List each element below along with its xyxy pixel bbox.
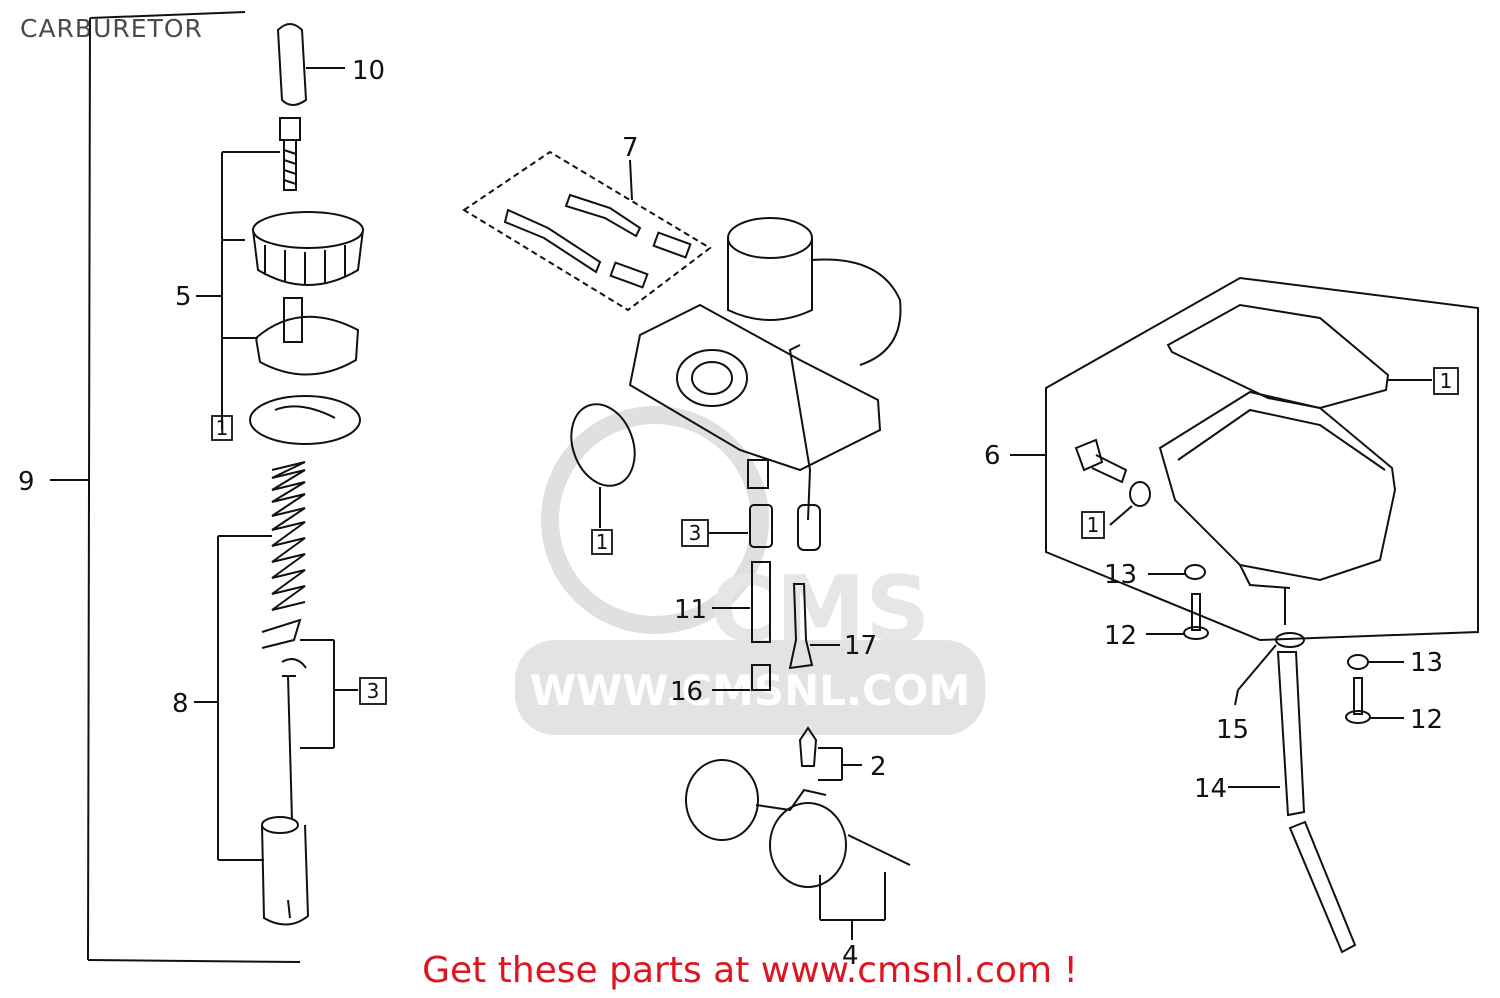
float-bowl bbox=[1158, 390, 1397, 625]
ref-box-1-bowl: 1 bbox=[1433, 367, 1459, 395]
watermark: CMS WWW.CMSNL.COM bbox=[515, 406, 985, 735]
jet-kit-7 bbox=[462, 150, 712, 312]
callout-16: 16 bbox=[670, 677, 703, 707]
svg-text:1: 1 bbox=[216, 416, 229, 440]
svg-text:3: 3 bbox=[689, 521, 702, 545]
o-ring bbox=[570, 403, 636, 528]
bracket-4 bbox=[819, 872, 886, 940]
svg-text:1: 1 bbox=[1440, 369, 1453, 393]
callout-12-right: 12 bbox=[1410, 705, 1443, 735]
top-cap-nut bbox=[252, 211, 364, 286]
slow-jet-parts bbox=[708, 504, 773, 691]
screw-washer-13-12-right bbox=[1345, 654, 1404, 724]
callout-12-left: 12 bbox=[1104, 621, 1137, 651]
callout-14: 14 bbox=[1194, 774, 1227, 804]
ref-box-1-left: 1 bbox=[211, 415, 233, 441]
drain-bolt bbox=[1074, 438, 1151, 526]
bracket-5 bbox=[196, 151, 280, 430]
bracket-3-left bbox=[300, 639, 358, 749]
float-valve bbox=[798, 726, 862, 781]
footer-link[interactable]: Get these parts at www.cmsnl.com ! bbox=[422, 950, 1078, 991]
ref-box-3-left: 3 bbox=[359, 677, 387, 705]
top-gasket bbox=[249, 395, 361, 445]
callout-5: 5 bbox=[175, 282, 192, 312]
bracket-8 bbox=[194, 535, 272, 861]
screw-washer-13-12-left bbox=[1146, 564, 1209, 640]
ref-box-1-bolt: 1 bbox=[1081, 511, 1105, 539]
callout-7: 7 bbox=[622, 133, 639, 163]
svg-text:1: 1 bbox=[596, 530, 609, 554]
callout-11: 11 bbox=[674, 595, 707, 625]
callout-9: 9 bbox=[18, 467, 35, 497]
svg-text:1: 1 bbox=[1087, 513, 1100, 537]
float bbox=[685, 759, 911, 888]
callout-13-left: 13 bbox=[1104, 560, 1137, 590]
callout-15: 15 bbox=[1216, 715, 1249, 745]
callout-17: 17 bbox=[844, 631, 877, 661]
footer-promo[interactable]: Get these parts at www.cmsnl.com ! bbox=[0, 950, 1500, 991]
throttle-spring bbox=[271, 461, 306, 611]
callout-8: 8 bbox=[172, 689, 189, 719]
callout-4: 4 bbox=[842, 941, 859, 971]
adjuster-screw bbox=[279, 117, 301, 191]
watermark-logo: CMS bbox=[710, 557, 930, 662]
jet-needle bbox=[282, 675, 296, 821]
air-screw-17 bbox=[788, 583, 840, 670]
carb-top-cover bbox=[254, 297, 360, 376]
rubber-cap-10 bbox=[276, 23, 345, 106]
ref-box-3-mid: 3 bbox=[681, 519, 709, 547]
hose-clip-15 bbox=[1234, 632, 1305, 706]
needle-clip bbox=[261, 618, 307, 669]
bracket-9 bbox=[50, 11, 301, 963]
carburetor-body bbox=[628, 217, 902, 551]
bowl-gasket bbox=[1166, 303, 1432, 410]
svg-text:3: 3 bbox=[367, 679, 380, 703]
throttle-valve bbox=[261, 816, 310, 926]
bowl-box-frame bbox=[1045, 276, 1479, 642]
callout-2: 2 bbox=[870, 752, 887, 782]
callout-10: 10 bbox=[352, 56, 385, 86]
callout-6: 6 bbox=[984, 441, 1001, 471]
ref-box-1-oring: 1 bbox=[591, 529, 613, 555]
diagram-title: CARBURETOR bbox=[20, 14, 203, 43]
drain-tube-14 bbox=[1228, 651, 1357, 954]
callout-13-right: 13 bbox=[1410, 648, 1443, 678]
